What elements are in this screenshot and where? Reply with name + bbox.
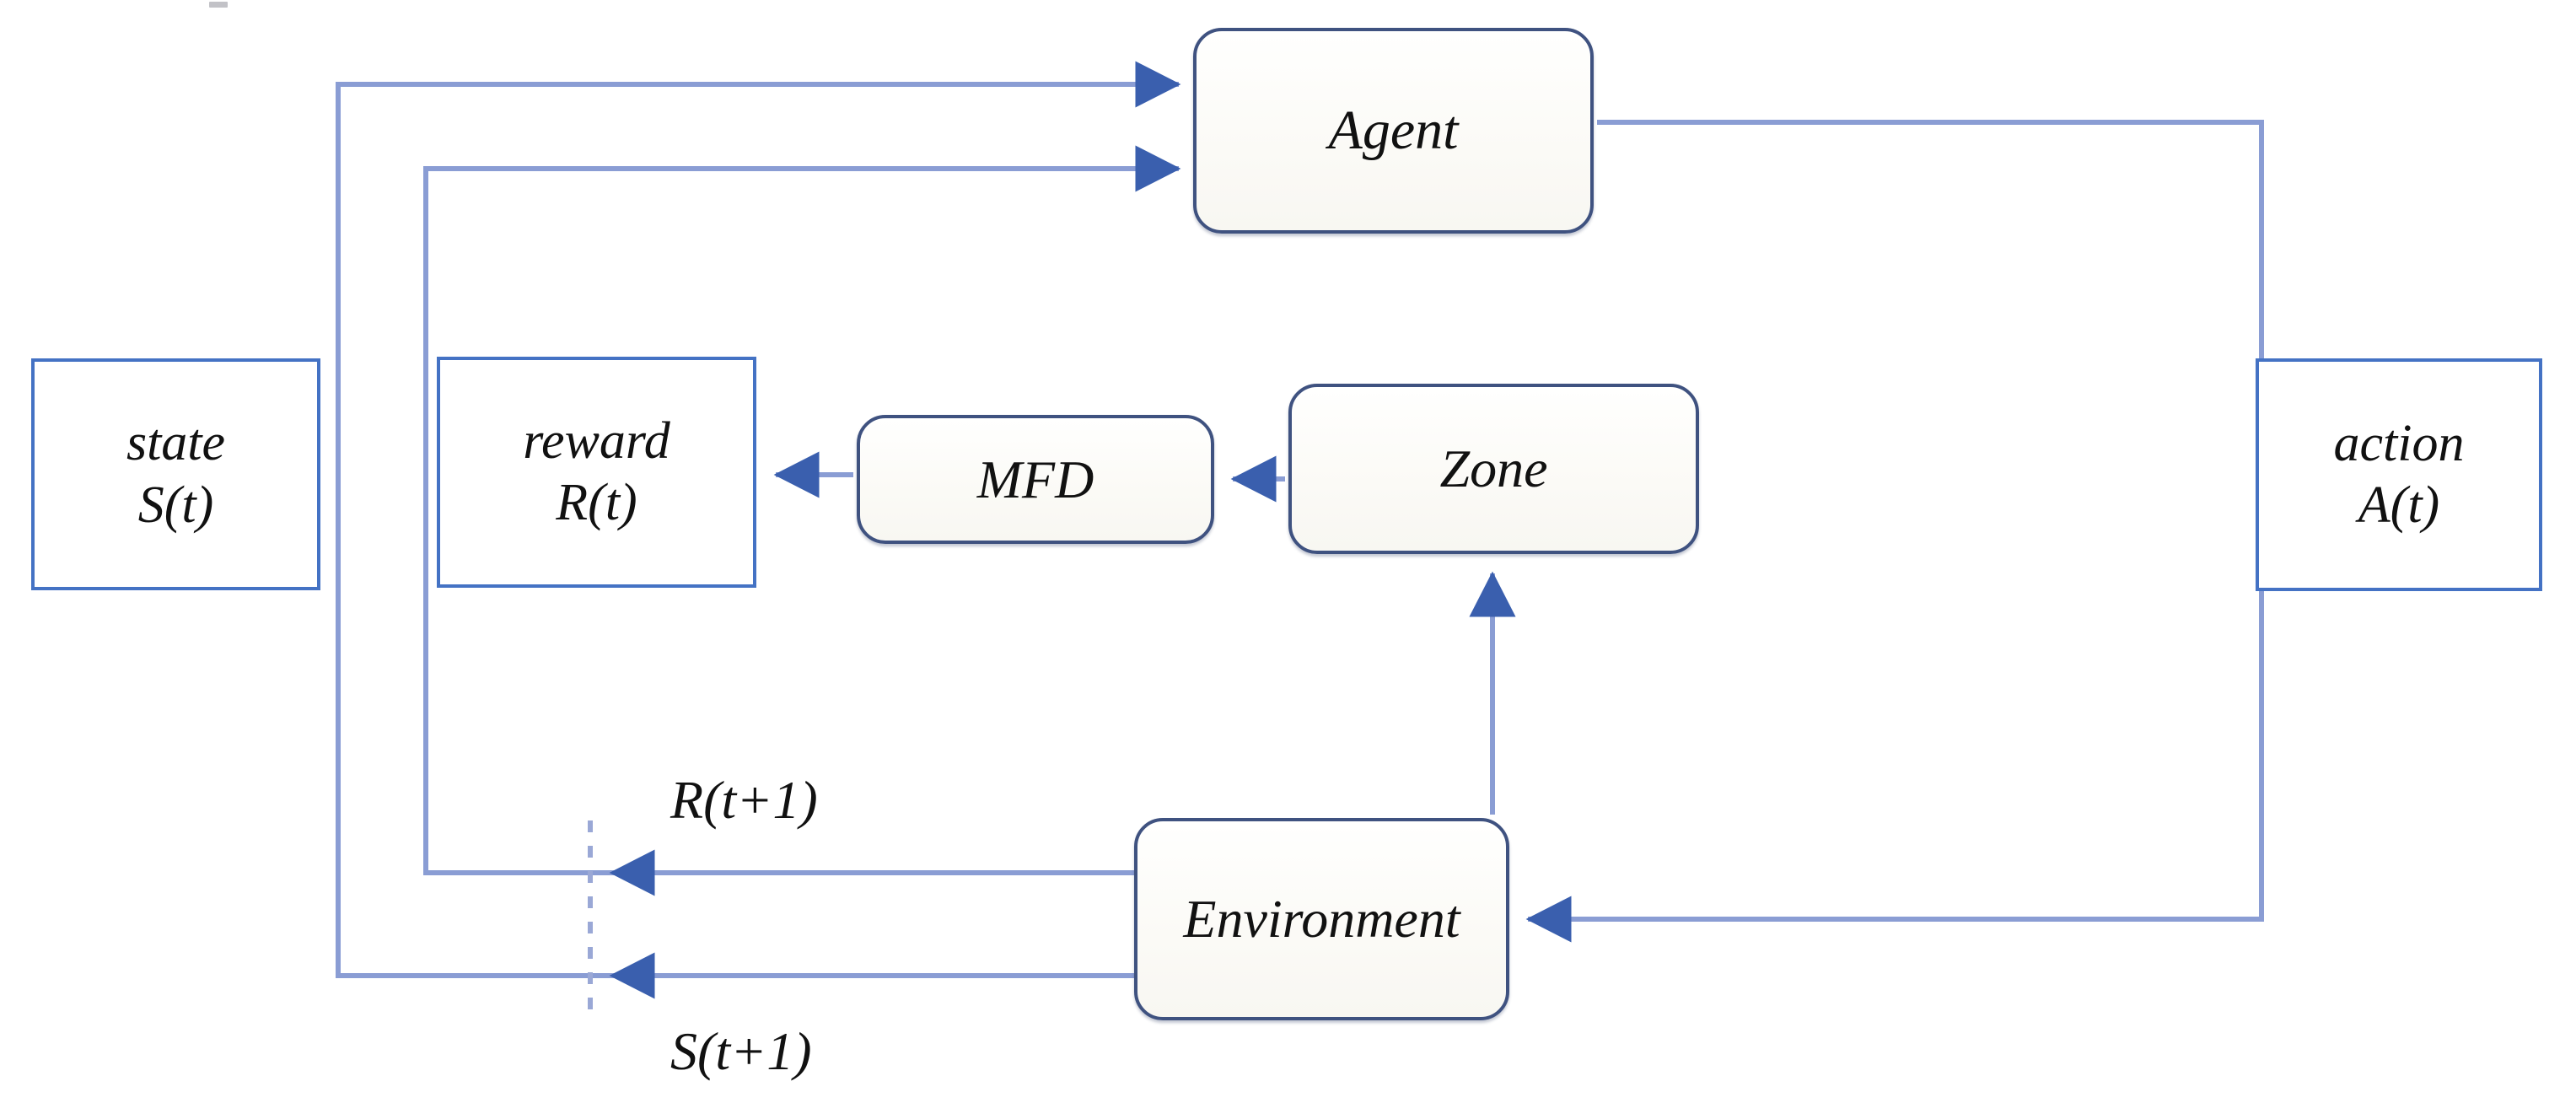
node-state[interactable]: state S(t) [31, 358, 320, 590]
node-action[interactable]: action A(t) [2256, 358, 2542, 591]
node-environment[interactable]: Environment [1134, 818, 1509, 1020]
scan-artifact [209, 2, 228, 8]
edge-label-reward-next: R(t+1) [670, 770, 818, 830]
node-reward[interactable]: reward R(t) [437, 357, 756, 588]
edge-label-state-next: S(t+1) [670, 1021, 812, 1081]
node-zone[interactable]: Zone [1288, 384, 1699, 554]
node-agent[interactable]: Agent [1193, 28, 1594, 234]
node-mfd[interactable]: MFD [857, 415, 1214, 544]
